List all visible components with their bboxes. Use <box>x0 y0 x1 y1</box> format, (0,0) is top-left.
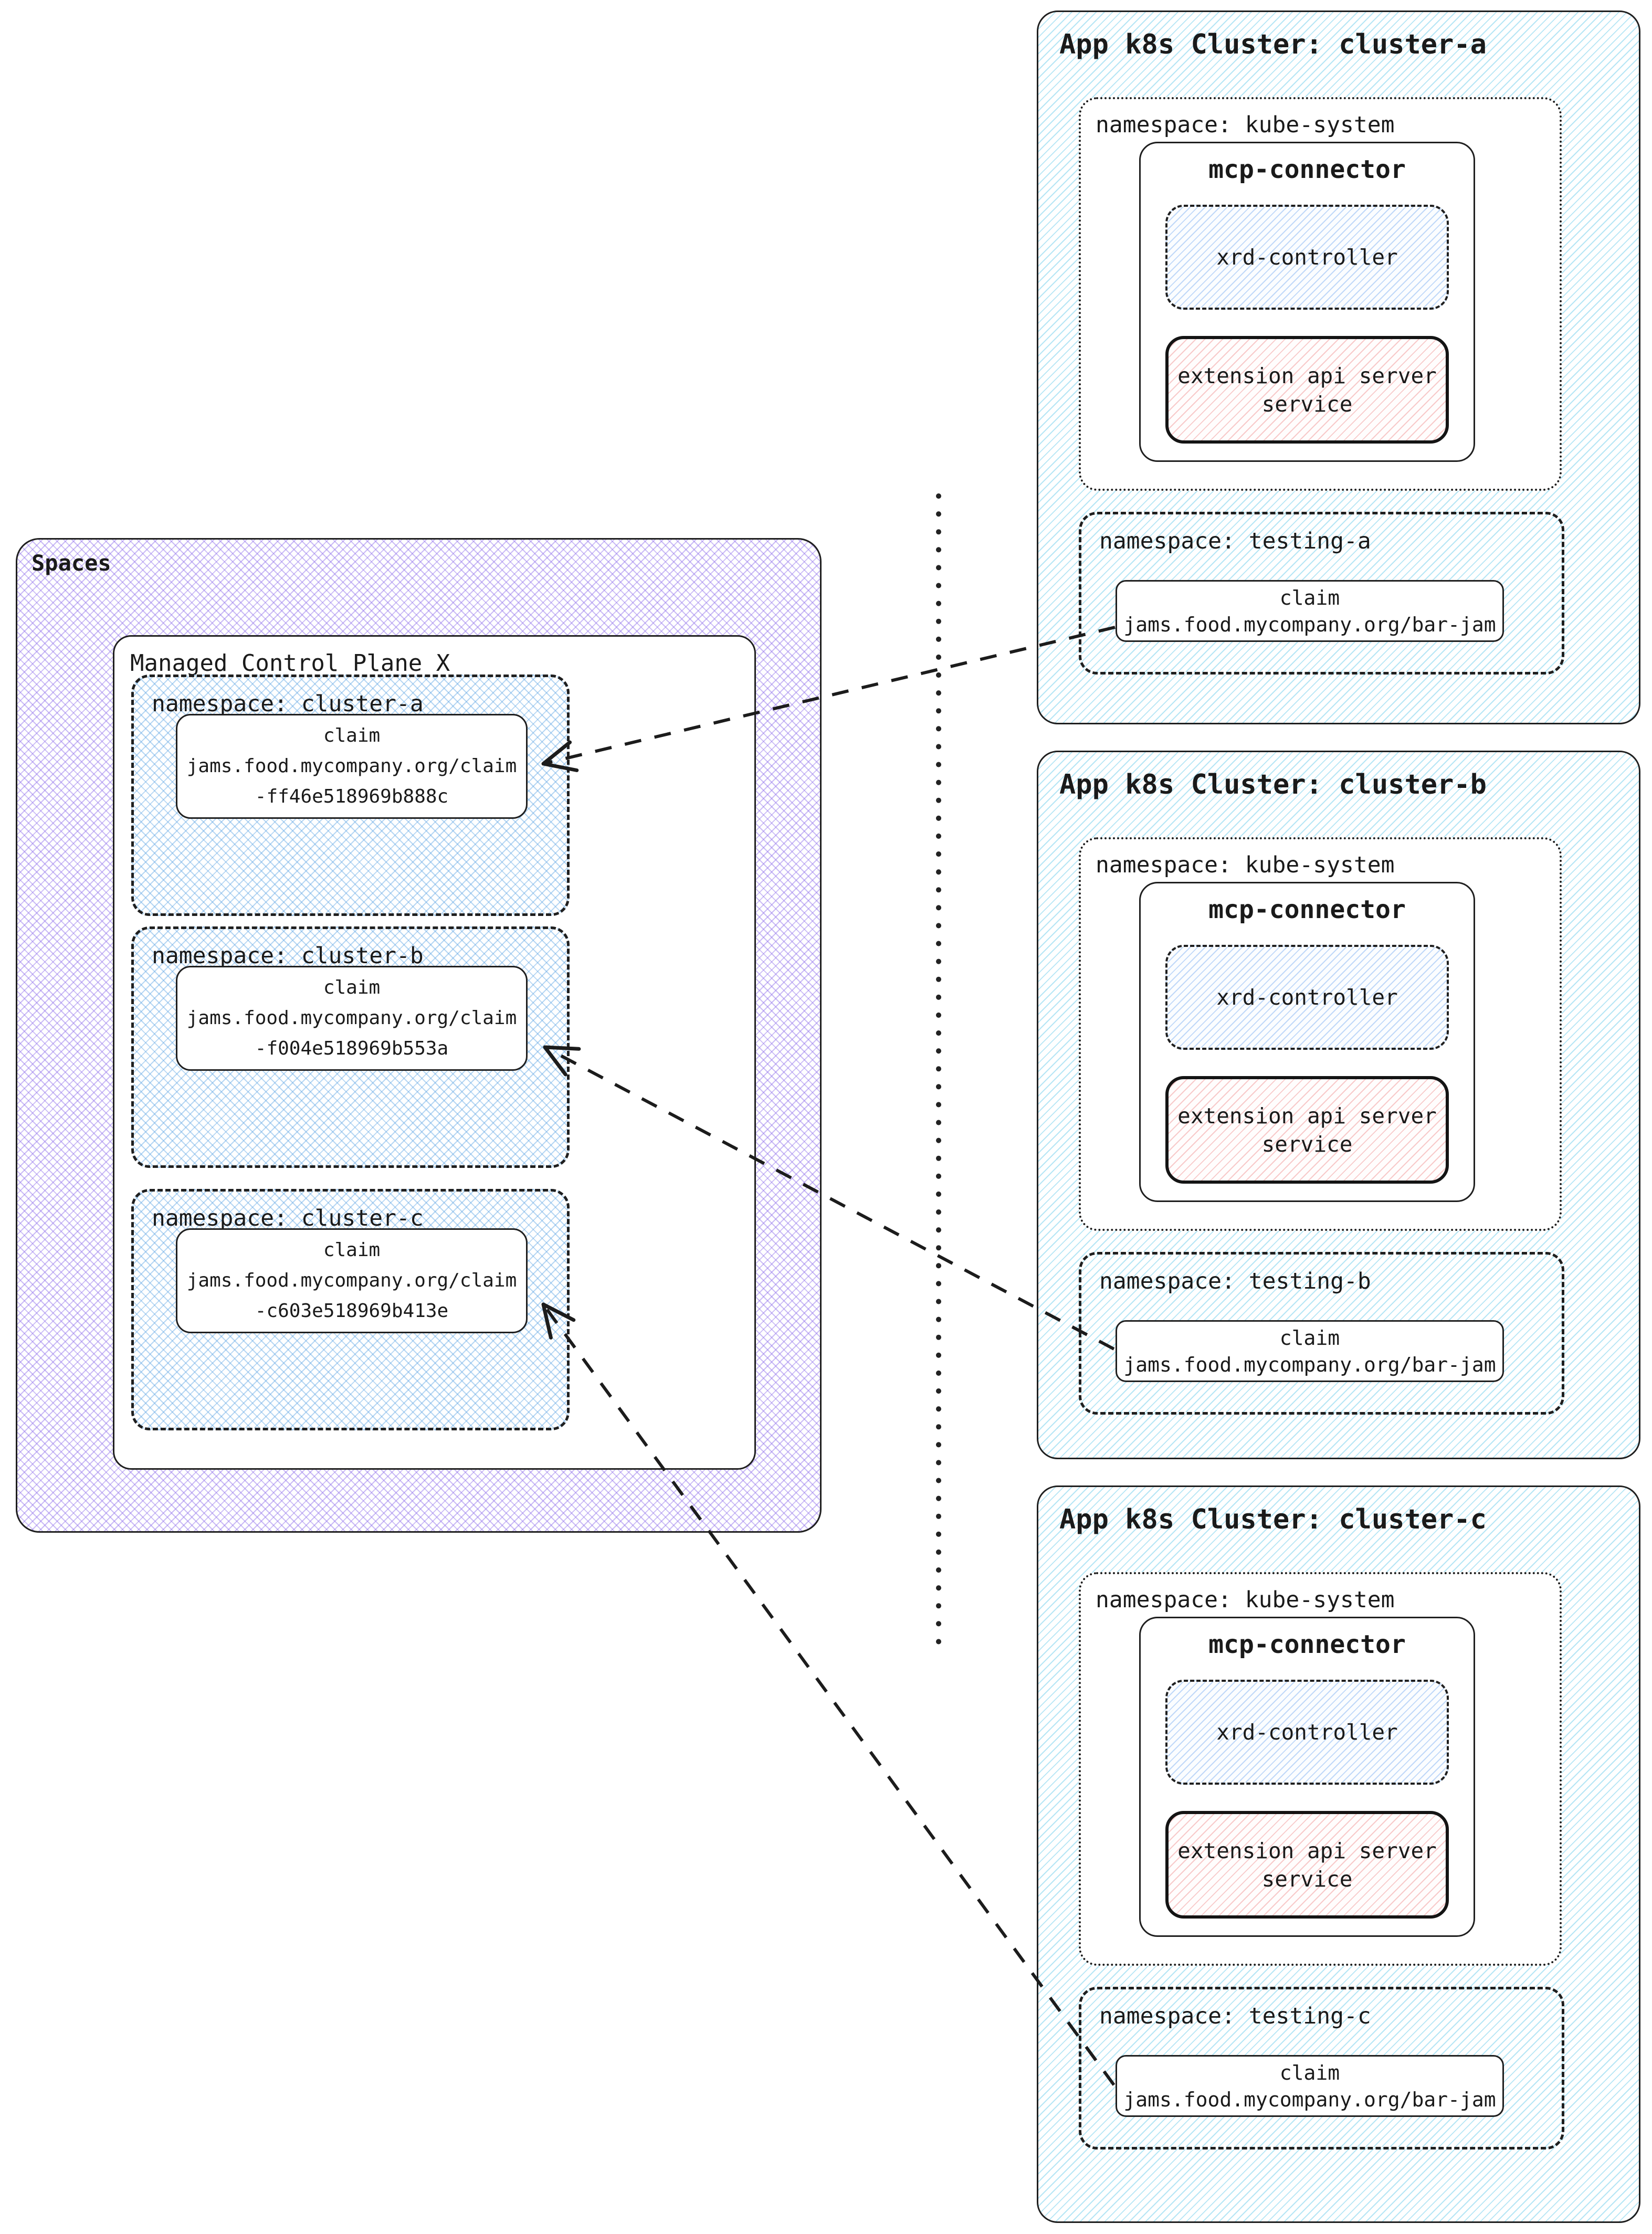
claim-name: jams.food.mycompany.org/claim-f004e51896… <box>186 1007 517 1059</box>
claim-name: jams.food.mycompany.org/bar-jam <box>1123 613 1496 636</box>
namespace-cluster-a-label: namespace: cluster-a <box>152 691 424 717</box>
managed-control-plane-label: Managed Control Plane X <box>130 650 450 677</box>
kube-system-label: namespace: kube-system <box>1096 112 1395 138</box>
extension-api-server-box-c: extension api server service <box>1165 1811 1449 1919</box>
xrd-controller-box-c: xrd-controller <box>1165 1680 1449 1785</box>
claim-kind: claim <box>323 977 381 998</box>
claim-box-cluster-a: claim jams.food.mycompany.org/claim-ff46… <box>176 714 528 819</box>
app-cluster-b-title: App k8s Cluster: cluster-b <box>1059 769 1487 800</box>
claim-name: jams.food.mycompany.org/claim-ff46e51896… <box>186 755 517 807</box>
claim-kind: claim <box>1279 1326 1340 1350</box>
kube-system-label: namespace: kube-system <box>1096 852 1395 878</box>
claim-box-cluster-c: claim jams.food.mycompany.org/claim-c603… <box>176 1228 528 1333</box>
xrd-controller-label: xrd-controller <box>1216 1720 1398 1745</box>
kube-system-label: namespace: kube-system <box>1096 1587 1395 1613</box>
claim-kind: claim <box>1279 586 1340 609</box>
claim-kind: claim <box>323 725 381 746</box>
mcp-connector-title: mcp-connector <box>1208 895 1406 924</box>
claim-kind: claim <box>323 1239 381 1261</box>
xrd-controller-box-b: xrd-controller <box>1165 945 1449 1050</box>
claim-box-testing-c: claim jams.food.mycompany.org/bar-jam <box>1116 2055 1504 2117</box>
mcp-connector-title: mcp-connector <box>1208 155 1406 184</box>
extension-api-server-label: extension api server service <box>1177 1838 1437 1892</box>
app-cluster-c-title: App k8s Cluster: cluster-c <box>1059 1504 1487 1535</box>
xrd-controller-box-a: xrd-controller <box>1165 205 1449 310</box>
mcp-connector-title: mcp-connector <box>1208 1630 1406 1659</box>
claim-box-testing-b: claim jams.food.mycompany.org/bar-jam <box>1116 1320 1504 1382</box>
claim-box-testing-a: claim jams.food.mycompany.org/bar-jam <box>1116 580 1504 642</box>
testing-b-label: namespace: testing-b <box>1099 1268 1371 1294</box>
claim-name: jams.food.mycompany.org/claim-c603e51896… <box>186 1270 517 1322</box>
xrd-controller-label: xrd-controller <box>1216 985 1398 1010</box>
spaces-label: Spaces <box>31 550 111 576</box>
namespace-cluster-b-label: namespace: cluster-b <box>152 943 424 969</box>
claim-box-cluster-b: claim jams.food.mycompany.org/claim-f004… <box>176 966 528 1071</box>
extension-api-server-label: extension api server service <box>1177 363 1437 417</box>
namespace-cluster-c-label: namespace: cluster-c <box>152 1205 424 1231</box>
claim-name: jams.food.mycompany.org/bar-jam <box>1123 1353 1496 1376</box>
testing-c-label: namespace: testing-c <box>1099 2003 1371 2029</box>
extension-api-server-label: extension api server service <box>1177 1103 1437 1157</box>
testing-a-label: namespace: testing-a <box>1099 528 1371 554</box>
app-cluster-a-title: App k8s Cluster: cluster-a <box>1059 29 1487 60</box>
claim-kind: claim <box>1279 2061 1340 2084</box>
extension-api-server-box-a: extension api server service <box>1165 336 1449 444</box>
claim-name: jams.food.mycompany.org/bar-jam <box>1123 2088 1496 2111</box>
xrd-controller-label: xrd-controller <box>1216 245 1398 270</box>
extension-api-server-box-b: extension api server service <box>1165 1076 1449 1184</box>
